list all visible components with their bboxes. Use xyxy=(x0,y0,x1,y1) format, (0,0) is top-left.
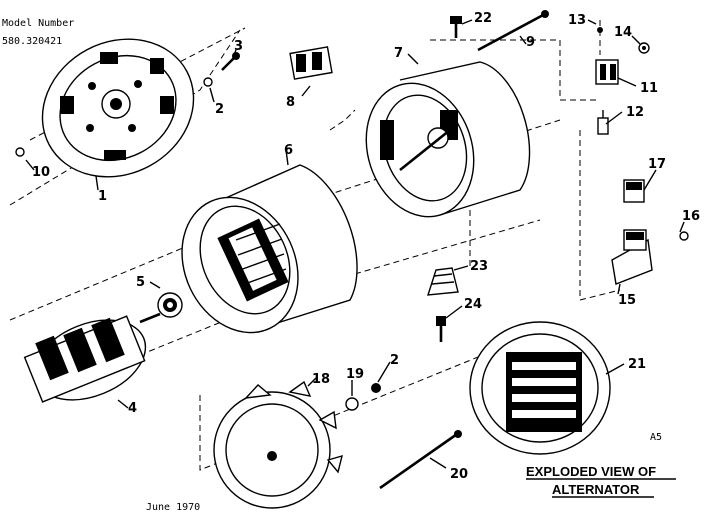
bolt-part-3 xyxy=(221,52,240,71)
brush-part-12 xyxy=(597,110,609,135)
nut-part-2-bottom xyxy=(371,383,381,393)
screw-part-13 xyxy=(597,27,603,33)
callout-13: 13 xyxy=(568,13,586,28)
callout-14: 14 xyxy=(614,25,632,40)
corner-code: A5 xyxy=(650,432,662,443)
date-footer: June 1970 xyxy=(146,502,200,513)
regulator-part-17 xyxy=(623,179,645,203)
callout-17: 17 xyxy=(648,157,666,172)
callout-4: 4 xyxy=(128,401,137,416)
fan-part-18 xyxy=(213,380,343,509)
callout-5: 5 xyxy=(136,275,145,290)
callout-8: 8 xyxy=(286,95,295,110)
model-number-label: Model Number xyxy=(2,18,74,29)
pulley-nut-part-23 xyxy=(427,267,459,296)
callout-18: 18 xyxy=(312,372,330,387)
spacer-part-19 xyxy=(345,397,359,411)
screw-part-14 xyxy=(638,42,650,54)
screw-part-10 xyxy=(15,147,25,157)
callout-2-bottom: 2 xyxy=(390,353,399,368)
brush-holder-part-11 xyxy=(595,59,619,85)
terminal-block-part-8 xyxy=(289,46,333,80)
callout-12: 12 xyxy=(626,105,644,120)
callout-15: 15 xyxy=(618,293,636,308)
model-number-value: 580.320421 xyxy=(2,36,62,47)
diagram-title-line2: ALTERNATOR xyxy=(552,482,640,497)
leader-lines xyxy=(25,19,685,469)
stator-housing-part xyxy=(181,164,358,334)
drive-end-housing-part xyxy=(365,61,531,218)
screw-part-2-top xyxy=(203,77,213,87)
callout-2-top: 2 xyxy=(215,102,224,117)
diagram-title-line1: EXPLODED VIEW OF xyxy=(526,464,656,479)
callout-20: 20 xyxy=(450,467,468,482)
callout-23: 23 xyxy=(470,259,488,274)
callout-19: 19 xyxy=(346,367,364,382)
callout-10: 10 xyxy=(32,165,50,180)
callout-1: 1 xyxy=(98,189,107,204)
callout-21: 21 xyxy=(628,357,646,372)
screw-part-24 xyxy=(436,316,446,342)
callout-9: 9 xyxy=(526,35,535,50)
rotor-part xyxy=(23,312,161,403)
callout-22: 22 xyxy=(474,11,492,26)
callout-24: 24 xyxy=(464,297,482,312)
end-bell-part xyxy=(41,38,195,178)
callout-16: 16 xyxy=(682,209,700,224)
thru-bolt-part-20 xyxy=(379,430,462,490)
callout-6: 6 xyxy=(284,143,293,158)
callout-7: 7 xyxy=(394,46,403,61)
screw-part-16 xyxy=(679,231,689,241)
bearing-part xyxy=(157,292,183,318)
callout-11: 11 xyxy=(640,81,658,96)
rectifier-bracket-part-15 xyxy=(611,229,653,285)
callout-3: 3 xyxy=(234,39,243,54)
rear-cover-part-21 xyxy=(469,321,611,455)
screw-part-22 xyxy=(450,16,462,38)
thru-bolt-part-9 xyxy=(477,10,549,52)
